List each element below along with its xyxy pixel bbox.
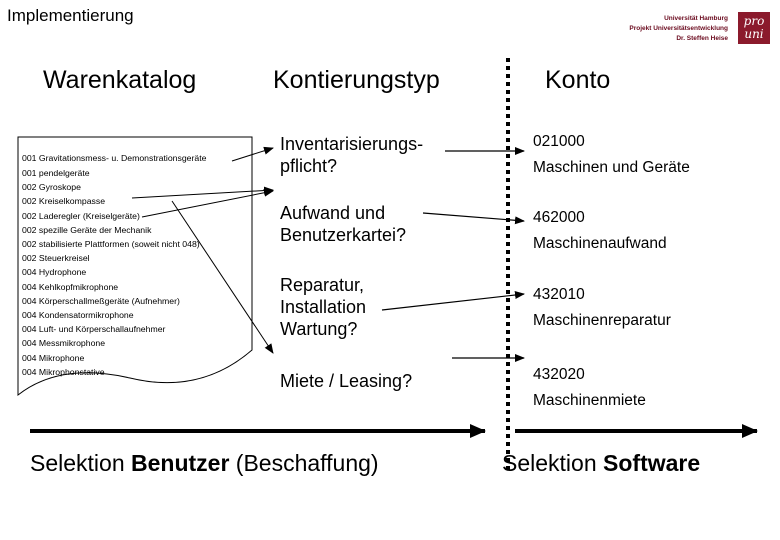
kontierungstyp-line: Inventarisierungs- (280, 134, 424, 154)
catalog-item: 001 pendelgeräte (22, 168, 90, 178)
slide-title: Implementierung (7, 6, 134, 25)
catalog-item: 004 Körperschallmeßgeräte (Aufnehmer) (22, 296, 180, 306)
catalog-item: 001 Gravitationsmess- u. Demonstrationsg… (22, 153, 207, 163)
selection-suffix: (Beschaffung) (229, 450, 379, 476)
column-heading-kontierungstyp: Kontierungstyp (273, 66, 440, 94)
catalog-item: 004 Luft- und Körperschallaufnehmer (22, 324, 166, 334)
kontierungstyp-reparatur: Reparatur, Installation Wartung? (280, 274, 366, 340)
konto-number: 021000 (533, 133, 585, 150)
logo-mark-line-2: uni (744, 27, 764, 41)
arrow-catalog-to-inventar (231, 146, 274, 162)
kontierungstyp-line: Miete / Leasing? (280, 371, 413, 391)
konto-number: 432020 (533, 366, 585, 383)
catalog-item: 004 Mikrophonstative (22, 367, 105, 377)
selection-bold-benutzer: Benutzer (131, 450, 230, 476)
selection-bold-software: Software (603, 450, 701, 476)
konto-021000: 021000 Maschinen und Geräte (533, 129, 690, 181)
catalog-item: 002 Laderegler (Kreiselgeräte) (22, 211, 140, 221)
arrow-reparatur-to-432010 (381, 291, 525, 311)
kontierungstyp-miete: Miete / Leasing? (280, 370, 412, 392)
logo-line-3: Dr. Steffen Heise (676, 35, 728, 42)
konto-432020: 432020 Maschinenmiete (533, 362, 646, 414)
kontierungstyp-line: Benutzerkartei? (280, 225, 407, 245)
selection-benutzer-label: Selektion Benutzer (Beschaffung) (30, 450, 379, 477)
catalog-item: 002 Kreiselkompasse (22, 196, 106, 206)
selection-prefix: Selektion (502, 450, 604, 476)
konto-number: 432010 (533, 286, 585, 303)
konto-number: 462000 (533, 209, 585, 226)
arrow-catalog-to-aufwand (131, 186, 274, 199)
kontierungstyp-aufwand: Aufwand und Benutzerkartei? (280, 202, 406, 246)
catalog-item: 004 Messmikrophone (22, 338, 106, 348)
kontierungstyp-inventarisierung: Inventarisierungs- pflicht? (280, 133, 423, 177)
kontierungstyp-line: Aufwand und (280, 203, 386, 223)
arrow-catalog-to-aufwand-2 (141, 188, 274, 218)
prouni-logo-icon: pro uni (738, 12, 770, 44)
kontierungstyp-line: Wartung? (280, 319, 358, 339)
logo-line-2: Projekt Universitätsentwicklung (629, 25, 728, 32)
logo-mark-line-1: pro (743, 14, 765, 28)
konto-name: Maschinenreparatur (533, 312, 671, 329)
university-logo: Universität Hamburg Projekt Universitäts… (622, 12, 770, 46)
catalog-item: 002 Gyroskope (22, 182, 81, 192)
catalog-item: 002 stabilisierte Plattformen (soweit ni… (22, 239, 200, 249)
catalog-item: 004 Kondensatormikrophone (22, 310, 134, 320)
selection-software-label: Selektion Software (502, 450, 700, 477)
konto-name: Maschinenaufwand (533, 235, 667, 252)
konto-462000: 462000 Maschinenaufwand (533, 205, 667, 257)
catalog-item: 004 Hydrophone (22, 267, 87, 277)
column-heading-warenkatalog: Warenkatalog (43, 66, 197, 94)
catalog-document-shape (17, 136, 253, 397)
arrow-catalog-to-reparatur (171, 200, 274, 354)
kontierungstyp-line: Installation (280, 297, 367, 317)
catalog-item: 002 spezille Geräte der Mechanik (22, 225, 152, 235)
catalog-item: 002 Steuerkreisel (22, 253, 90, 263)
kontierungstyp-line: Reparatur, (280, 275, 365, 295)
column-heading-konto: Konto (545, 66, 611, 94)
konto-432010: 432010 Maschinenreparatur (533, 282, 671, 334)
kontierungstyp-line: pflicht? (280, 156, 338, 176)
konto-name: Maschinen und Geräte (533, 159, 690, 176)
catalog-item: 004 Kehlkopfmikrophone (22, 282, 119, 292)
logo-line-1: Universität Hamburg (664, 15, 728, 22)
selection-prefix: Selektion (30, 450, 132, 476)
konto-name: Maschinenmiete (533, 392, 646, 409)
catalog-item: 004 Mikrophone (22, 353, 85, 363)
